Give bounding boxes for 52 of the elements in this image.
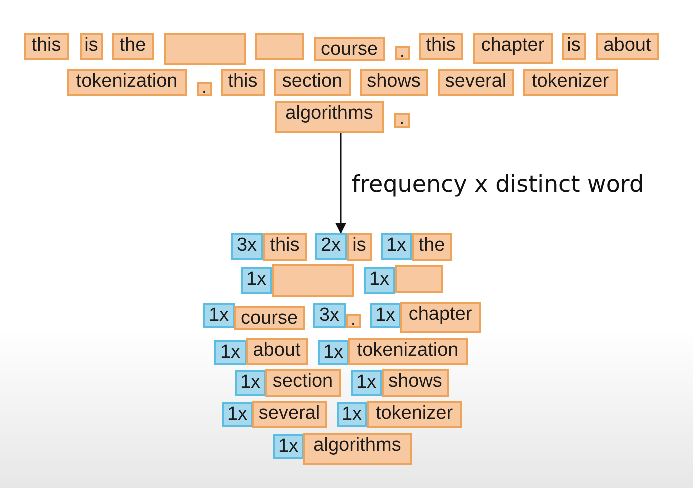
word-token: section [274, 69, 351, 96]
word-token: . [395, 46, 410, 60]
word-token: is [347, 233, 372, 261]
word-token: is [80, 33, 103, 60]
word-token: algorithms [303, 433, 412, 465]
word-token: tokenizer [367, 401, 462, 428]
frequency-count: 1x [381, 233, 412, 260]
blank-token [395, 265, 443, 293]
word-token: this [419, 33, 463, 60]
frequency-count: 1x [241, 267, 272, 294]
blank-token [255, 33, 304, 60]
frequency-count: 1x [203, 303, 235, 328]
word-token: is [562, 33, 586, 60]
word-token: . [197, 82, 212, 96]
frequency-count: 3x [231, 233, 263, 260]
frequency-count: 1x [364, 267, 395, 294]
word-token: this [24, 33, 69, 60]
word-token: course [314, 37, 385, 61]
frequency-count: 1x [318, 340, 349, 365]
frequency-count: 1x [273, 434, 304, 459]
word-token: shows [360, 69, 428, 96]
word-token: several [252, 401, 327, 428]
blank-token [272, 264, 354, 297]
word-token: the [412, 233, 452, 261]
word-token: tokenization [348, 338, 468, 365]
frequency-count: 2x [315, 233, 347, 260]
frequency-count: 1x [337, 402, 367, 427]
word-token: tokenizer [523, 69, 618, 96]
word-token: . [394, 113, 410, 128]
word-token: algorithms [275, 101, 384, 133]
blank-token [164, 33, 246, 65]
word-token: this [263, 233, 307, 261]
word-token: shows [382, 369, 449, 397]
word-token: chapter [473, 33, 553, 64]
frequency-count: 1x [370, 303, 401, 328]
word-token: about [246, 338, 308, 365]
word-token: course [234, 306, 305, 330]
arrow [336, 133, 346, 234]
frequency-count: 1x [214, 340, 247, 365]
frequency-count: 3x [313, 303, 346, 328]
frequency-count: 1x [235, 370, 266, 396]
word-token: this [221, 69, 265, 96]
word-token: tokenization [67, 69, 187, 96]
word-token: . [346, 314, 361, 328]
word-token: the [112, 33, 154, 60]
frequency-count: 1x [351, 370, 382, 396]
frequency-count: 1x [222, 402, 253, 427]
word-token: several [438, 69, 514, 96]
word-token: about [596, 33, 659, 60]
edge-label: frequency x distinct word [352, 171, 644, 199]
word-token: section [265, 369, 341, 397]
word-token: chapter [400, 302, 481, 333]
